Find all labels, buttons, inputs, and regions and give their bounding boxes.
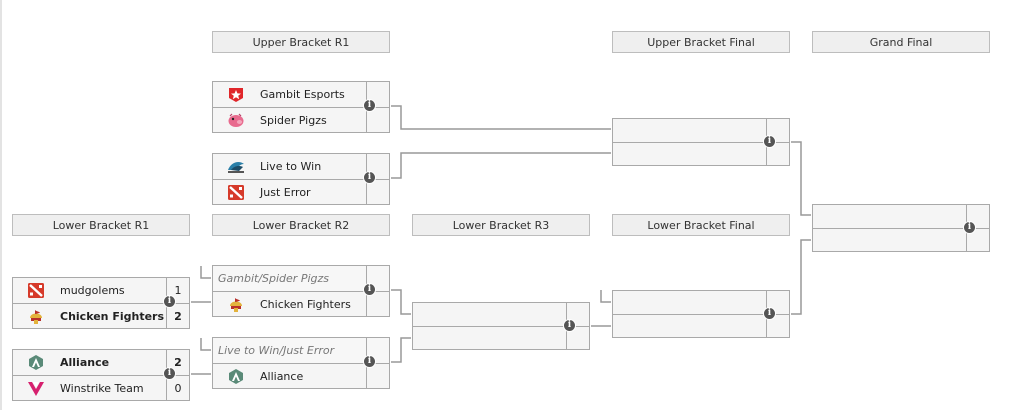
lb-r2-match-1[interactable]: Gambit/Spider Pigzs Chicken Fighters [212,265,390,317]
score-cell [366,292,389,316]
just-error-logo-icon [228,185,244,200]
team-row-empty[interactable] [613,291,789,314]
header-lower-bracket-r3: Lower Bracket R3 [412,214,590,236]
score-cell [566,303,589,326]
score-cell [766,291,789,314]
chicken-fighters-logo-icon [30,310,42,324]
lb-r1-match-2[interactable]: Alliance 2 Winstrike Team 0 [12,349,190,401]
alliance-logo-icon [229,369,243,384]
team-row[interactable]: Spider Pigzs [213,107,389,132]
team-name: Winstrike Team [60,382,144,395]
team-row-placeholder[interactable]: Gambit/Spider Pigzs [213,266,389,291]
team-row-empty[interactable] [613,119,789,142]
score-cell [566,327,589,349]
team-row[interactable]: mudgolems 1 [13,278,189,303]
left-border [0,0,2,410]
ub-final-match[interactable] [612,118,790,166]
team-name: Chicken Fighters [60,310,165,323]
team-row-empty[interactable] [613,142,789,165]
match-info-icon[interactable]: i [364,172,375,183]
lb-r2-match-2[interactable]: Live to Win/Just Error Alliance [212,337,390,389]
team-row[interactable]: Gambit Esports [213,82,389,107]
alliance-logo-icon [29,355,43,370]
team-name: Spider Pigzs [260,114,327,127]
match-info-icon[interactable]: i [164,368,175,379]
team-name: Live to Win [260,160,322,173]
score-cell [366,364,389,388]
score-cell [966,229,989,251]
live-to-win-logo-icon [228,162,244,173]
match-info-icon[interactable]: i [364,356,375,367]
team-row[interactable]: Winstrike Team 0 [13,375,189,400]
header-lower-bracket-r1: Lower Bracket R1 [12,214,190,236]
placeholder-label: Gambit/Spider Pigzs [218,272,330,285]
lb-final-match[interactable] [612,290,790,338]
score-cell [166,278,189,303]
team-name: Gambit Esports [260,88,345,101]
score-cell [966,205,989,228]
ub-r1-match-2[interactable]: Live to Win Just Error [212,153,390,205]
score-cell [366,108,389,132]
score-cell [766,119,789,142]
team-row-empty[interactable] [413,326,589,349]
team-score: 0 [174,382,182,395]
grand-final-match[interactable] [812,204,990,252]
lb-r1-match-1[interactable]: mudgolems 1 Chicken Fighters 2 [12,277,190,329]
team-score: 2 [174,356,182,369]
score-cell [166,350,189,375]
gambit-logo-icon [229,88,243,102]
team-row[interactable]: Just Error [213,179,389,204]
match-info-icon[interactable]: i [764,136,775,147]
team-score: 2 [174,310,182,323]
score-cell [366,180,389,204]
team-row-empty[interactable] [813,205,989,228]
team-row[interactable]: Alliance 2 [13,350,189,375]
team-name: mudgolems [60,284,125,297]
header-lower-bracket-r2: Lower Bracket R2 [212,214,390,236]
team-name: Chicken Fighters [260,298,351,311]
team-row[interactable]: Chicken Fighters [213,291,389,316]
score-cell [766,315,789,337]
header-upper-bracket-r1: Upper Bracket R1 [212,31,390,53]
team-row-empty[interactable] [813,228,989,251]
team-name: Just Error [260,186,311,199]
header-lower-bracket-final: Lower Bracket Final [612,214,790,236]
winstrike-logo-icon [28,382,44,396]
chicken-fighters-logo-icon [230,298,242,312]
lb-r3-match[interactable] [412,302,590,350]
match-info-icon[interactable]: i [964,222,975,233]
score-cell [766,143,789,165]
match-info-icon[interactable]: i [164,296,175,307]
team-name: Alliance [260,370,304,383]
spider-pigzs-logo-icon [228,113,244,127]
header-grand-final: Grand Final [812,31,990,53]
team-row-empty[interactable] [413,303,589,326]
score-cell [366,82,389,107]
placeholder-label: Live to Win/Just Error [218,344,335,357]
score-cell [366,154,389,179]
mudgolems-logo-icon [28,283,44,298]
match-info-icon[interactable]: i [364,100,375,111]
team-row[interactable]: Alliance [213,363,389,388]
header-upper-bracket-final: Upper Bracket Final [612,31,790,53]
team-row-empty[interactable] [613,314,789,337]
match-info-icon[interactable]: i [764,308,775,319]
team-row[interactable]: Chicken Fighters 2 [13,303,189,328]
team-score: 1 [174,284,182,297]
score-cell [166,304,189,328]
score-cell [166,376,189,400]
team-row[interactable]: Live to Win [213,154,389,179]
score-cell [366,338,389,363]
team-name: Alliance [60,356,110,369]
ub-r1-match-1[interactable]: Gambit Esports Spider Pigzs [212,81,390,133]
score-cell [366,266,389,291]
team-row-placeholder[interactable]: Live to Win/Just Error [213,338,389,363]
match-info-icon[interactable]: i [564,320,575,331]
match-info-icon[interactable]: i [364,284,375,295]
